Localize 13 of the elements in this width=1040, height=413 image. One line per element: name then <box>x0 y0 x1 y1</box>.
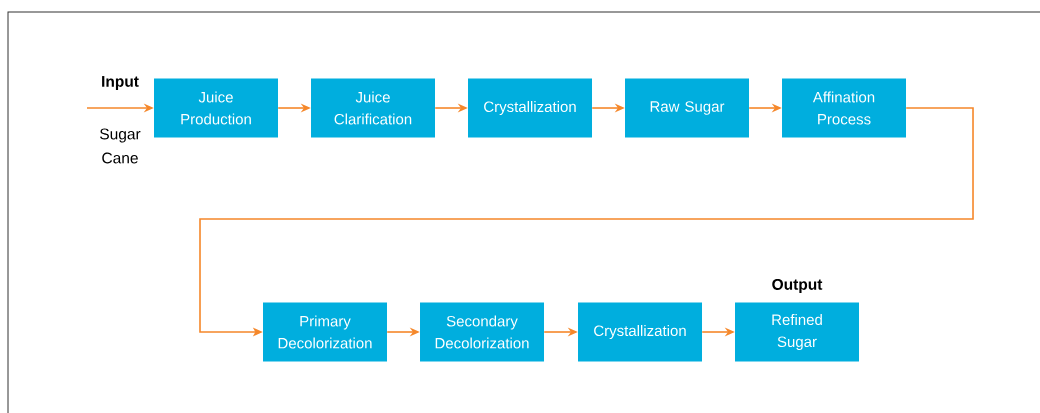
input-label: Sugar Cane <box>100 128 141 164</box>
process-box: Secondary Decolorization <box>420 302 544 362</box>
process-box: Crystallization <box>578 302 702 362</box>
process-box: Juice Production <box>154 78 278 138</box>
process-box: Raw Sugar <box>625 78 749 138</box>
arrow <box>199 107 974 337</box>
process-box: Refined Sugar <box>735 302 859 362</box>
process-box: Crystallization <box>468 78 592 138</box>
process-box: Primary Decolorization <box>263 302 387 362</box>
process-box: Affination Process <box>782 78 906 138</box>
process-box: Juice Clarification <box>311 78 435 138</box>
output-label: Output <box>772 278 823 293</box>
input-label: Input <box>102 76 139 90</box>
